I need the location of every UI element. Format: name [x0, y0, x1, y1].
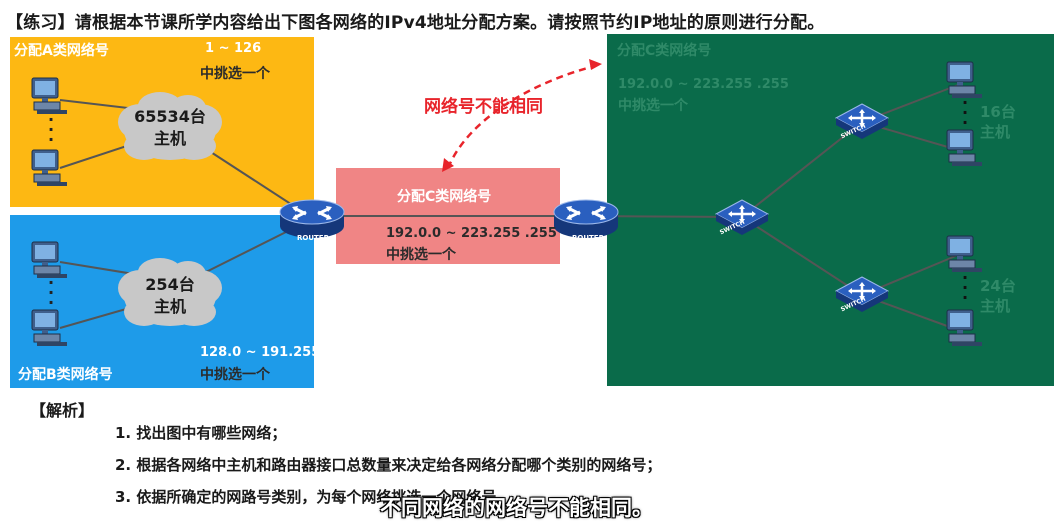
router-link-pick: 中挑选一个	[386, 247, 456, 263]
network-c-range: 192.0.0 ~ 223.255 .255	[618, 77, 789, 92]
network-a-hosts-unit: 主机	[153, 129, 186, 148]
network-b-hosts-unit: 主机	[153, 297, 186, 316]
svg-text:·: ·	[962, 113, 968, 132]
router-icon-right	[552, 198, 620, 240]
svg-text:·: ·	[962, 268, 968, 287]
analysis-item-2: 2. 根据各网络中主机和路由器接口总数量来决定给各网络分配哪个类别的网络号；	[115, 456, 662, 474]
video-subtitle: 不同网络的网络号不能相同。	[380, 496, 653, 520]
pc-icon	[946, 309, 983, 347]
network-c-bottom-hosts: 24台 主机	[980, 276, 1016, 316]
network-a-hosts: 65534台 主机	[120, 106, 220, 150]
network-b-pick: 中挑选一个	[200, 367, 270, 383]
network-a-range: 1 ~ 126	[205, 41, 262, 56]
network-c-label: 分配C类网络号	[617, 43, 712, 59]
network-c-top-hosts-unit: 主机	[980, 123, 1011, 141]
network-c-bottom-hosts-unit: 主机	[980, 297, 1011, 315]
network-c-top-hosts-count: 16台	[980, 103, 1016, 121]
network-c-bottom-hosts-count: 24台	[980, 277, 1016, 295]
network-c-pick: 中挑选一个	[618, 98, 688, 114]
svg-text:·: ·	[48, 293, 54, 312]
network-b-hosts-count: 254台	[145, 275, 195, 294]
network-b-range: 128.0 ~ 191.255	[200, 345, 321, 360]
analysis-heading: 【解析】	[30, 401, 95, 420]
analysis-item-3: 3. 依据所确定的网路号类别，为每个网络挑选一个网络号。	[115, 488, 512, 506]
pc-icon	[946, 129, 983, 167]
network-c-top-hosts: 16台 主机	[980, 102, 1016, 142]
pc-icon	[31, 77, 68, 115]
network-number-callout: 网络号不能相同	[424, 97, 543, 117]
svg-text:·: ·	[962, 93, 968, 112]
svg-text:·: ·	[962, 288, 968, 307]
svg-text:·: ·	[962, 278, 968, 297]
svg-text:·: ·	[48, 283, 54, 302]
router-link-range: 192.0.0 ~ 223.255 .255	[386, 226, 557, 241]
exercise-title: 【练习】请根据本节课所学内容给出下图各网络的IPv4地址分配方案。请按照节约IP…	[6, 13, 825, 33]
router-label-left: ROUTER	[297, 234, 329, 242]
router-icon-left	[278, 198, 346, 240]
analysis-item-1: 1. 找出图中有哪些网络；	[115, 424, 287, 442]
svg-text:·: ·	[48, 120, 54, 139]
network-b-label: 分配B类网络号	[18, 367, 113, 383]
svg-text:·: ·	[48, 110, 54, 129]
network-b-hosts: 254台 主机	[120, 274, 220, 318]
router-link-label: 分配C类网络号	[397, 189, 492, 205]
svg-text:·: ·	[48, 273, 54, 292]
svg-text:·: ·	[962, 103, 968, 122]
pc-icon	[946, 235, 983, 273]
network-a-hosts-count: 65534台	[134, 107, 206, 126]
network-c-panel	[607, 34, 1054, 386]
router-label-right: ROUTER	[572, 234, 604, 242]
svg-text:·: ·	[48, 130, 54, 149]
network-a-pick: 中挑选一个	[200, 66, 270, 82]
network-a-label: 分配A类网络号	[14, 43, 109, 59]
